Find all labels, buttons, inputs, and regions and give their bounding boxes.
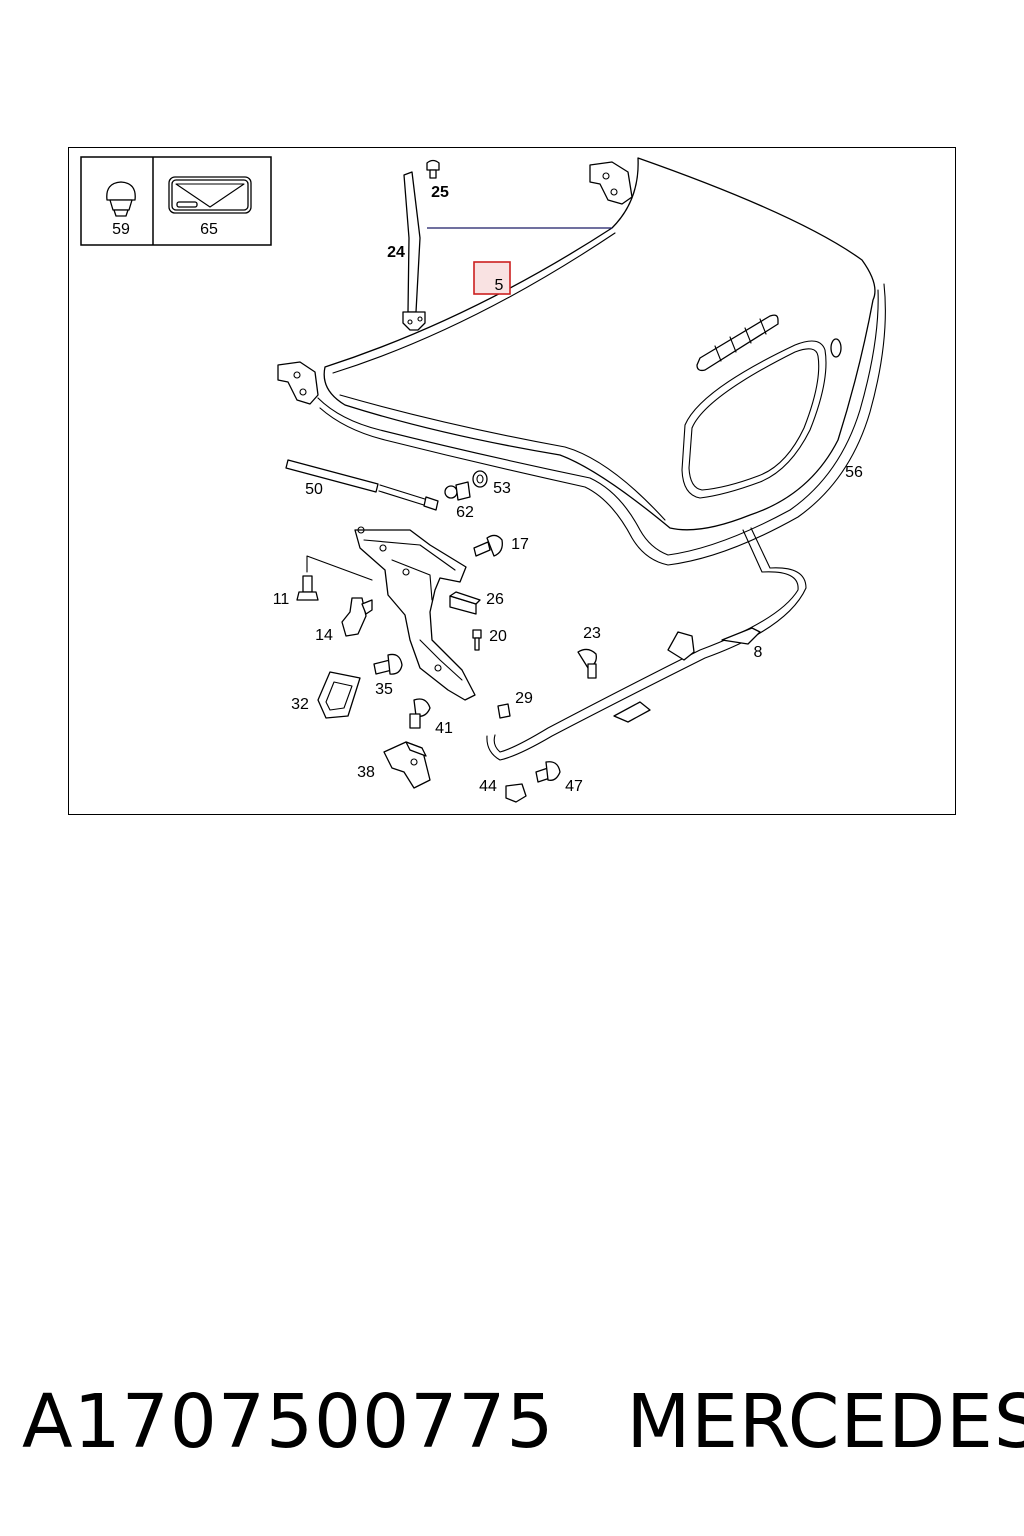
bolt-47 (535, 761, 561, 783)
trunk-seal (317, 283, 886, 566)
callout-53: 53 (493, 480, 511, 497)
bolt-17 (473, 534, 503, 557)
torsion-bar (486, 527, 807, 761)
trunk-lid (277, 157, 876, 531)
bolt-35 (373, 653, 403, 675)
highlight-box (473, 261, 511, 295)
brand-name: MERCEDES (626, 1379, 1024, 1465)
gas-spring (285, 459, 439, 511)
callout-20: 20 (489, 628, 507, 645)
clip-29 (497, 703, 511, 719)
callout-23: 23 (583, 625, 601, 642)
lid-strut (402, 171, 426, 331)
warning-triangle-icon (168, 176, 252, 214)
bolt-23 (577, 648, 597, 679)
footer-caption: A1707500775 MERCEDES (22, 1372, 1024, 1472)
callout-44: 44 (479, 778, 497, 795)
bracket-14 (341, 597, 373, 637)
callout-29: 29 (515, 690, 533, 707)
nut-44 (505, 783, 527, 803)
callout-56: 56 (845, 464, 863, 481)
bolt-25 (426, 159, 440, 179)
inset-box: 59 65 (80, 156, 272, 246)
lock-38 (383, 741, 431, 789)
bolt-41 (409, 698, 431, 729)
inset-label-65: 65 (200, 221, 218, 238)
callout-26: 26 (486, 591, 504, 608)
callout-8: 8 (754, 644, 763, 661)
callout-32: 32 (291, 696, 309, 713)
callout-50: 50 (305, 481, 323, 498)
ball-stud-62 (444, 481, 471, 501)
callout-25: 25 (431, 184, 449, 201)
callout-11: 11 (273, 591, 290, 608)
callout-labels: 5 25 24 56 50 53 62 17 11 26 23 14 20 8 … (273, 184, 863, 795)
washer-53 (472, 470, 488, 488)
bracket-32 (317, 671, 361, 719)
bolt-11 (296, 575, 319, 601)
callout-35: 35 (375, 681, 393, 698)
callout-41: 41 (435, 720, 453, 737)
plug-icon (106, 181, 136, 217)
pad-26 (449, 591, 481, 615)
callout-47: 47 (565, 778, 583, 795)
callout-38: 38 (357, 764, 375, 781)
part-number: A1707500775 (22, 1379, 555, 1465)
inset-label-59: 59 (112, 221, 130, 238)
diagram-frame (68, 147, 956, 815)
callout-5: 5 (495, 277, 504, 294)
hinge-bracket (354, 526, 476, 701)
callout-24: 24 (387, 244, 405, 261)
callout-17: 17 (511, 536, 529, 553)
callout-14: 14 (315, 627, 333, 644)
callout-62: 62 (456, 504, 474, 521)
screw-20 (472, 629, 482, 651)
